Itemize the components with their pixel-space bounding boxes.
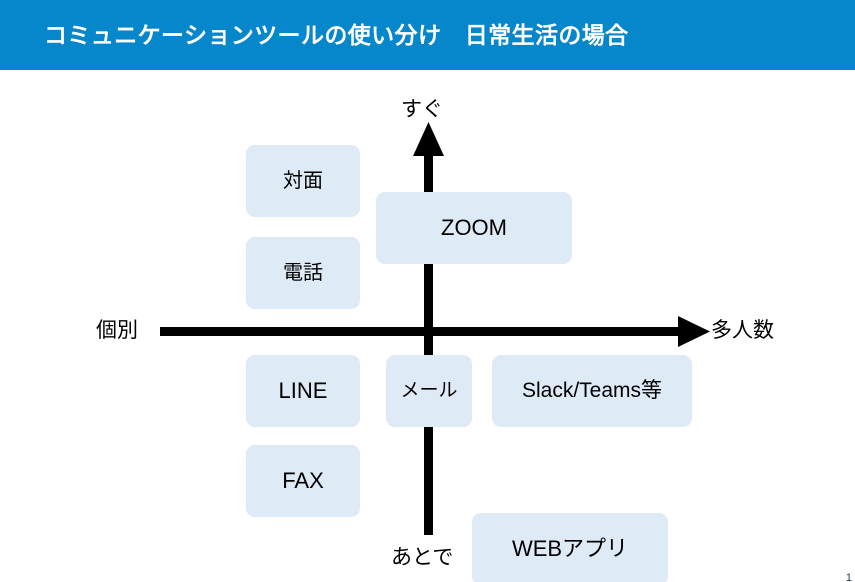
tool-box-web-app[interactable]: WEBアプリ	[472, 513, 668, 582]
axis-label-bottom: あとで	[391, 546, 454, 569]
axis-label-right: 多人数	[711, 319, 774, 342]
page-number: 1	[845, 572, 852, 582]
axis-label-left: 個別	[96, 319, 138, 342]
title-band: コミュニケーションツールの使い分け 日常生活の場合	[0, 0, 855, 70]
axis-lines	[160, 122, 710, 535]
tool-box-zoom[interactable]: ZOOM	[376, 192, 572, 264]
tool-box-denwa[interactable]: 電話	[246, 237, 360, 309]
horizontal-axis-line	[160, 327, 697, 336]
page-title: コミュニケーションツールの使い分け 日常生活の場合	[44, 22, 629, 48]
axis-arrow-up-icon	[413, 122, 444, 156]
tool-box-fax[interactable]: FAX	[246, 445, 360, 517]
quadrant-chart: すぐ あとで 個別 多人数 対面 電話 ZOOM LINE FAX メール Sl…	[0, 70, 855, 582]
tool-box-taimen[interactable]: 対面	[246, 145, 360, 217]
tool-box-mail[interactable]: メール	[386, 355, 472, 427]
axis-label-top: すぐ	[401, 98, 443, 121]
axis-arrow-right-icon	[678, 316, 710, 347]
tool-box-slack-teams[interactable]: Slack/Teams等	[492, 355, 692, 427]
vertical-axis-line	[424, 140, 433, 535]
tool-box-line[interactable]: LINE	[246, 355, 360, 427]
